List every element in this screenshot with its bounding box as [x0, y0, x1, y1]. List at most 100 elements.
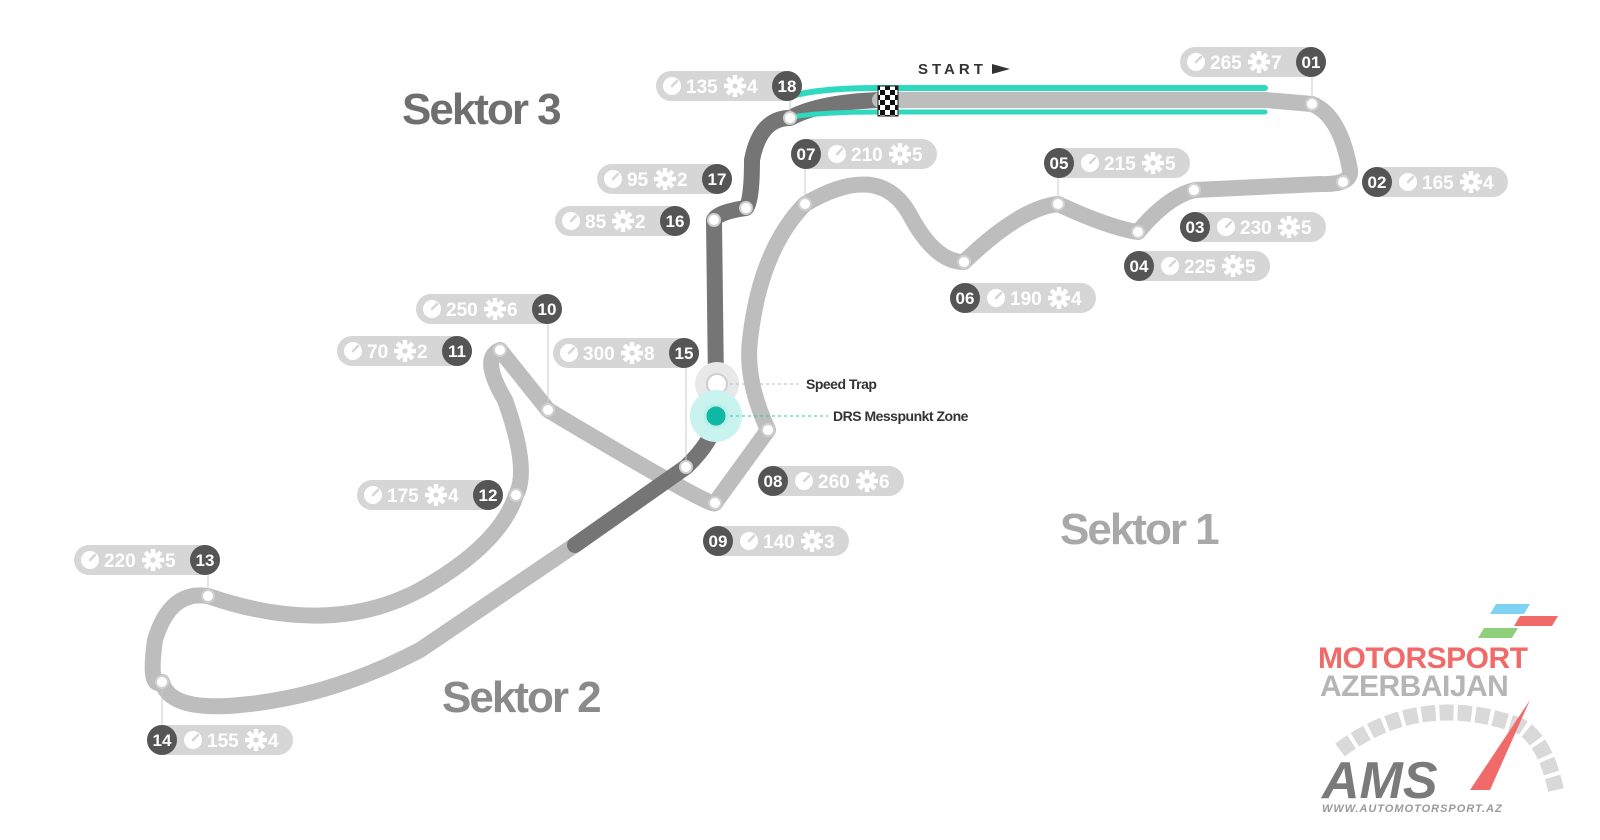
gear-icon: [654, 168, 676, 190]
corner-marker: [541, 403, 555, 417]
corner-speed: 95: [627, 170, 649, 191]
logo-line-2: AZERBAIJAN: [1320, 670, 1508, 703]
corner-speed: 220: [104, 551, 136, 572]
corner-marker: [509, 488, 523, 502]
speedometer-icon: [184, 731, 202, 749]
corner-number: 02: [1368, 173, 1387, 192]
corner-gear: 4: [1071, 289, 1082, 310]
gear-icon: [889, 143, 911, 165]
corner-number: 04: [1130, 257, 1149, 276]
speedometer-icon: [423, 300, 441, 318]
corner-marker: [708, 496, 722, 510]
gear-icon: [425, 484, 447, 506]
corner-number: 17: [708, 170, 727, 189]
corner-number: 14: [153, 731, 172, 750]
corner-number-badge: [190, 545, 220, 575]
corner-marker: [798, 197, 812, 211]
gear-icon: [394, 340, 416, 362]
speedometer-icon: [828, 145, 846, 163]
corner-speed: 140: [763, 532, 795, 553]
start-arrow-icon: [992, 64, 1010, 74]
corner-number-badge: [147, 725, 177, 755]
corner-marker: [1131, 225, 1145, 239]
corner-number-badge: [532, 294, 562, 324]
logo-needle: [1470, 700, 1530, 790]
speedometer-icon: [1399, 173, 1417, 191]
gear-icon: [484, 298, 506, 320]
corner-number: 11: [448, 342, 466, 361]
corner-marker: [1051, 197, 1065, 211]
corner-marker: [1187, 183, 1201, 197]
corner-marker: [761, 423, 775, 437]
track-sector-1: [144, 92, 1359, 715]
corner-number-badge: [772, 71, 802, 101]
corner-marker: [201, 589, 215, 603]
gear-icon: [856, 470, 878, 492]
speedometer-icon: [364, 486, 382, 504]
logo-mark: AMS: [1320, 752, 1438, 810]
corner-marker: [783, 111, 797, 125]
corner-number-badge: [442, 336, 472, 366]
logo-flag-blue: [1490, 604, 1530, 614]
sector-2-label: Sektor 2: [442, 673, 600, 722]
gear-icon: [612, 210, 634, 232]
corner-number: 13: [196, 551, 215, 570]
gear-icon: [1460, 171, 1482, 193]
corner-number: 07: [797, 145, 816, 164]
speedometer-icon: [1187, 53, 1205, 71]
corner-number: 15: [675, 344, 694, 363]
corner-gear: 3: [824, 532, 835, 553]
corner-number: 08: [764, 472, 783, 491]
corner-number: 01: [1302, 53, 1321, 72]
corner-number-badge: [473, 480, 503, 510]
corner-speed: 260: [818, 472, 850, 493]
corner-number-badge: [791, 139, 821, 169]
corner-gear: 4: [448, 486, 459, 507]
gear-icon: [1278, 216, 1300, 238]
corner-marker: [957, 255, 971, 269]
corner-number-badge: [1180, 212, 1210, 242]
start-label: START: [918, 61, 987, 78]
corner-speed: 225: [1184, 257, 1216, 278]
corner-marker: [493, 343, 507, 357]
corner-speed: 165: [1422, 173, 1454, 194]
corner-gear: 6: [507, 300, 518, 321]
corner-speed: 70: [367, 342, 388, 363]
drs-zone-lower: [789, 109, 1268, 120]
checkered-flag-icon: [877, 85, 899, 117]
corner-04: 04 225 5: [1124, 225, 1270, 281]
corner-gear: 4: [268, 731, 279, 752]
logo-swoosh: [1335, 704, 1564, 792]
corner-speed: 155: [207, 731, 239, 752]
corner-gear: 2: [677, 170, 688, 191]
gear-icon: [621, 342, 643, 364]
logo-line-1: MOTORSPORT: [1318, 642, 1528, 675]
gear-icon: [801, 530, 823, 552]
corner-speed: 85: [585, 212, 607, 233]
corner-marker: [679, 460, 693, 474]
corner-number: 18: [778, 77, 797, 96]
corner-gear: 6: [879, 472, 890, 493]
corner-gear: 5: [1245, 257, 1256, 278]
corner-speed: 215: [1104, 154, 1136, 175]
speedometer-icon: [740, 532, 758, 550]
corner-14: 14 155 4: [147, 675, 293, 755]
corner-gear: 5: [1301, 218, 1312, 239]
drs-label: DRS Messpunkt Zone: [833, 408, 969, 424]
corner-gear: 8: [644, 344, 655, 365]
corner-marker: [1336, 175, 1350, 189]
speedometer-icon: [604, 170, 622, 188]
speedometer-icon: [1217, 218, 1235, 236]
corner-speed: 175: [387, 486, 419, 507]
